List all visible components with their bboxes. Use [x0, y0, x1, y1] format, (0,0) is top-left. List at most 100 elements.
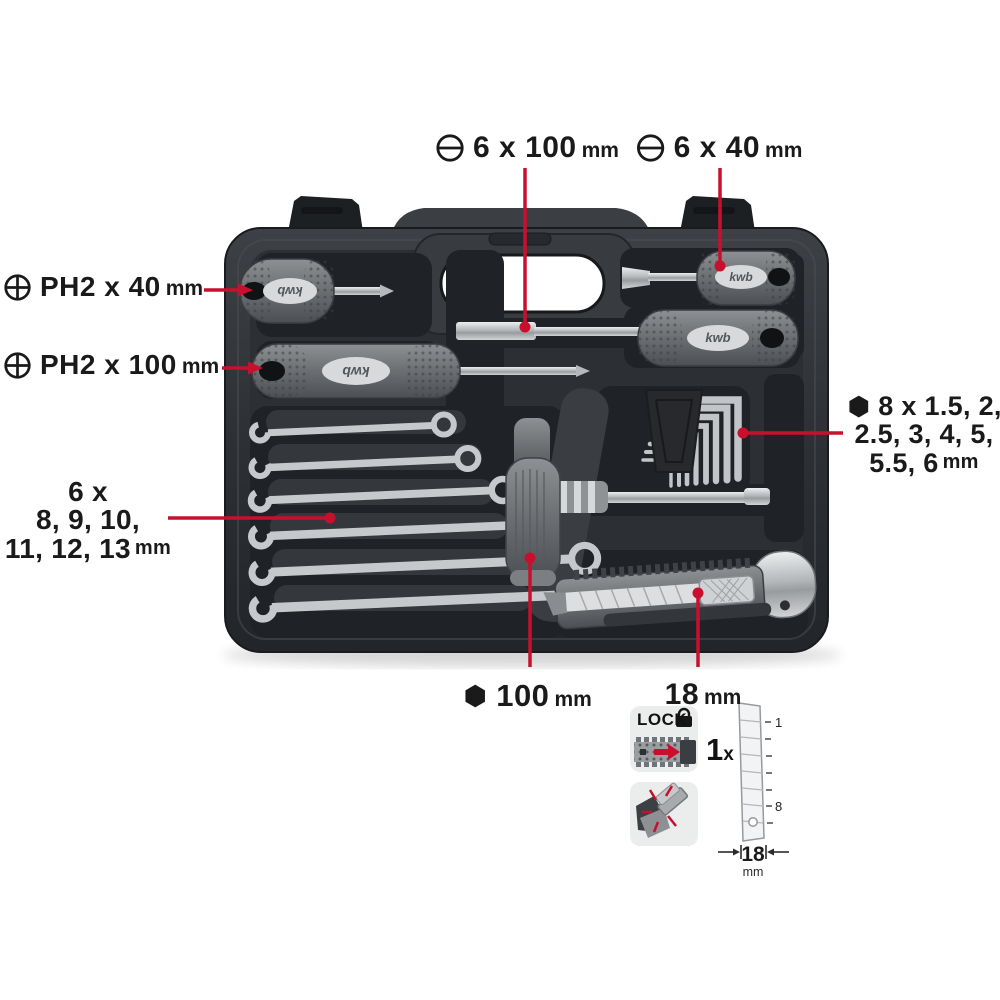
hex-key-clip-detail [655, 399, 694, 463]
annotation-cutter: 18 mm [665, 678, 742, 712]
annotation-unit: mm [181, 355, 220, 378]
knife-nose [543, 592, 567, 616]
knife-serrations [573, 557, 751, 581]
handle-texture [304, 259, 334, 323]
blade-segment-first-label: 1 [775, 715, 782, 730]
shaft [648, 273, 700, 281]
logo-oval [687, 325, 749, 351]
callout-dot-hex-set [737, 427, 749, 439]
callout-arrow-phillips-100 [248, 361, 263, 375]
annotation-wrench-set: 6 x 8, 9, 10, 11, 12, 13 mm [5, 478, 171, 563]
annotation-unit: mm [134, 537, 172, 559]
annotation-value: 100 [496, 678, 550, 713]
slotted-bit-icon [436, 134, 464, 162]
grip-ridges [515, 469, 545, 566]
collar-ring [574, 481, 581, 513]
annotation-value: 18 [664, 678, 700, 711]
blade-width-value: 18 [741, 843, 765, 866]
collar-ring [560, 481, 567, 513]
blade-ticks [765, 721, 773, 824]
handle-end-cap [259, 361, 285, 381]
blade-width-unit: mm [743, 865, 764, 879]
annotation-slotted-40: 6 x 40 mm [636, 131, 803, 165]
shaft [534, 327, 642, 336]
grip-end-cap [510, 570, 556, 586]
screwdriver-ph2x100: kwb [251, 343, 590, 399]
annotation-unit: mm [165, 277, 204, 300]
spare-count-value: 1 [706, 732, 724, 767]
spare-blade-count: 1x [706, 732, 734, 768]
annotation-hex-key-set: 8 x 1.5, 2, 2.5, 3, 4, 5, 5.5, 6 mm [846, 392, 1000, 477]
annotation-unit: mm [765, 139, 803, 162]
padlock-icon [676, 707, 692, 727]
annotation-value: 6 x 40 [673, 131, 761, 164]
annotation-unit: mm [554, 688, 592, 711]
annotation-value: PH2 x 40 [40, 271, 161, 302]
collar-ring [588, 481, 595, 513]
lanyard-hole [779, 600, 790, 611]
logo-oval [322, 357, 390, 385]
shaft [330, 287, 382, 295]
dimension-arrow-left [733, 848, 740, 856]
callout-dot-cutter [692, 587, 704, 599]
slotted-tip [622, 267, 650, 289]
callout-dot-slotted-100 [519, 321, 531, 333]
annotation-phillips-40: PH2 x 40 mm [3, 271, 203, 303]
handle-indent [488, 232, 552, 246]
handle-end-cap [760, 328, 784, 348]
annotation-value: PH2 x 100 [40, 349, 177, 380]
blade-hole [748, 817, 758, 827]
dimension-arrow-right [767, 848, 774, 856]
latch-slot-right [693, 207, 735, 214]
blade-segment-last-label: 8 [775, 799, 782, 814]
blade-snap-art [636, 782, 689, 838]
annotation-unit: mm [581, 139, 619, 162]
shaft [606, 492, 752, 503]
shaft [456, 367, 578, 375]
annotation-unit: mm [942, 451, 979, 473]
blade-width-dimension [718, 845, 789, 859]
latch-slot-left [301, 207, 343, 214]
annotation-value: 6 x 100 [473, 131, 577, 164]
callout-dot-slotted-40 [714, 260, 726, 272]
blade-segments [739, 719, 764, 824]
phillips-bit-icon [4, 273, 31, 301]
screwdriver-6x100: kwb [456, 309, 799, 367]
phillips-tip [576, 365, 590, 377]
logo-oval [263, 278, 317, 304]
hex-set-line2: 2.5, 3, 4, 5, [854, 419, 994, 449]
callout-lines [168, 168, 843, 667]
hex-key-clip [644, 389, 704, 473]
lock-mechanism-art [634, 737, 696, 767]
annotation-t-handle: 100 mm [462, 678, 592, 714]
hex-bit-icon [465, 684, 485, 708]
hex-set-line3: 5.5, 6 mm [846, 448, 1000, 477]
wrench-set-line2: 8, 9, 10, [36, 504, 140, 535]
brand-logo: kwb [277, 284, 302, 299]
shaft-socket [744, 488, 770, 505]
spare-blade-diagram: 1 8 18 mm [718, 702, 789, 879]
callout-markers [238, 260, 749, 599]
utility-knife [543, 550, 817, 630]
hex-set-line1: 8 x 1.5, 2, [846, 392, 1000, 420]
brand-logo: kwb [705, 330, 730, 345]
wrench-12mm [248, 541, 602, 586]
phillips-tip [380, 284, 394, 298]
slotted-blade [456, 322, 536, 340]
hex-bit-icon [849, 395, 869, 417]
spare-count-suffix: x [723, 744, 734, 765]
annotation-slotted-100: 6 x 100 mm [435, 131, 619, 165]
snap-burst [642, 785, 677, 833]
callout-arrow-phillips-40 [238, 283, 253, 297]
hex-set-sizes: 5.5, 6 [869, 447, 939, 478]
lock-feature-panel [630, 706, 698, 772]
screwdriver-ph2x40: kwb [239, 258, 394, 324]
wrench-9mm [248, 444, 482, 480]
handle-texture [404, 344, 460, 398]
brand-logo: kwb [342, 364, 370, 380]
case-handle-arch [392, 208, 650, 232]
handle-end-cap [242, 282, 266, 300]
hex-set-text1: 8 x 1.5, 2, [878, 391, 1000, 421]
